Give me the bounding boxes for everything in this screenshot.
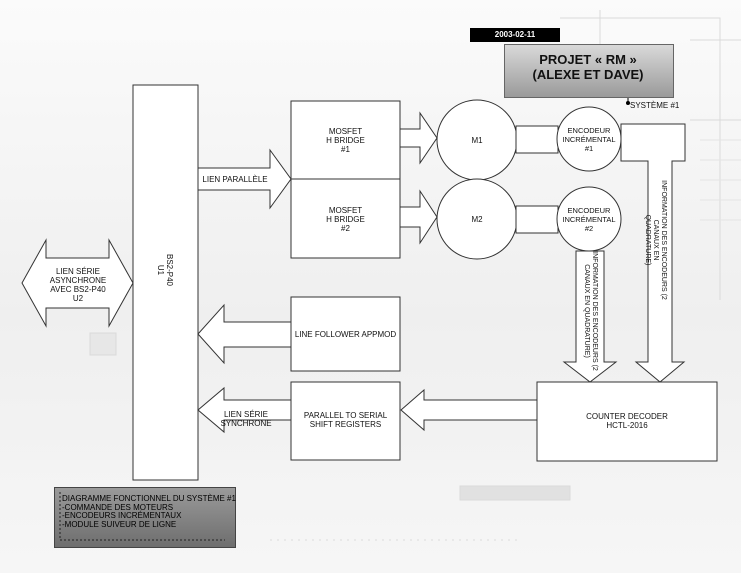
arrow-mosfet2-m2 bbox=[399, 189, 438, 245]
legend-text: DIAGRAMME FONCTIONNEL DU SYSTÈME #1 -COM… bbox=[62, 494, 236, 529]
m2-label: M2 bbox=[471, 215, 483, 224]
project-title: PROJET « RM » (ALEXE ET DAVE) bbox=[532, 52, 644, 82]
counter-label: COUNTER DECODER HCTL-2016 bbox=[586, 412, 668, 430]
line-follower-block bbox=[290, 296, 401, 372]
line-follower-arrow bbox=[197, 303, 292, 365]
enc2-label: ENCODEUR INCRÉMENTAL #2 bbox=[562, 206, 616, 233]
sync-serial-arrow bbox=[197, 386, 292, 434]
async-serial-double-arrow bbox=[21, 238, 134, 328]
legend-item: -MODULE SUIVEUR DE LIGNE bbox=[62, 519, 177, 529]
arrow-mosfet1-m1 bbox=[399, 111, 438, 165]
parallel-link-label: LIEN PARALLÈLE bbox=[202, 175, 268, 184]
counter-decoder-block bbox=[536, 381, 718, 462]
date-badge: 2003-02-11 bbox=[470, 28, 560, 42]
enc1-label: ENCODEUR INCRÉMENTAL #1 bbox=[562, 126, 616, 153]
enc2-info-label: INFORMATION DES ENCODEURS (2 CANAUX EN Q… bbox=[583, 251, 598, 371]
p2s-label: PARALLEL TO SERIAL SHIFT REGISTERS bbox=[303, 411, 388, 429]
m1-label: M1 bbox=[471, 136, 483, 145]
p2s-block bbox=[290, 381, 401, 461]
shaft-m1 bbox=[515, 125, 559, 154]
u1-label: BS2-P40 U1 bbox=[156, 253, 174, 287]
shaft-m2 bbox=[515, 205, 559, 234]
mosfet-2-block bbox=[290, 178, 401, 259]
enc2-info-arrow bbox=[562, 250, 618, 383]
enc1-info-label: INFORMATION DES ENCODEURS (2 CANAUX EN Q… bbox=[644, 180, 667, 300]
async-serial-label: LIEN SÉRIE ASYNCHRONE AVEC BS2-P40 U2 bbox=[49, 267, 107, 303]
title-box bbox=[504, 44, 674, 98]
line-follower-label: LINE FOLLOWER APPMOD bbox=[294, 330, 397, 339]
system-label: SYSTÈME #1 bbox=[630, 101, 680, 110]
counter-to-p2s-arrow bbox=[400, 388, 538, 432]
sync-serial-label: LIEN SÉRIE SYNCHRONE bbox=[220, 410, 272, 428]
enc1-info-arrow bbox=[620, 123, 686, 383]
mosfet-1-block bbox=[290, 100, 401, 180]
parallel-link-arrow bbox=[197, 148, 292, 210]
mosfet1-label: MOSFET H BRIDGE #1 bbox=[326, 127, 365, 154]
bs2-p40-block bbox=[132, 84, 199, 481]
mosfet2-label: MOSFET H BRIDGE #2 bbox=[326, 206, 365, 233]
